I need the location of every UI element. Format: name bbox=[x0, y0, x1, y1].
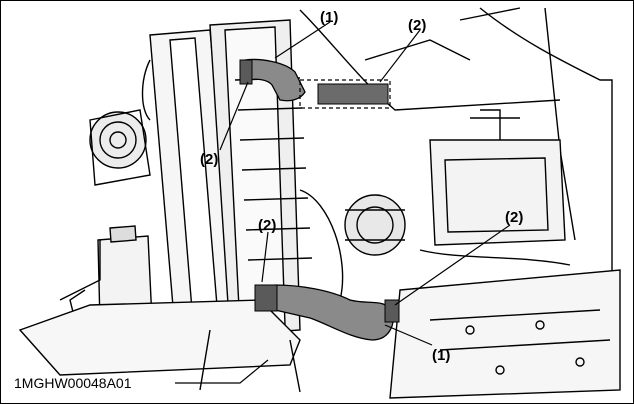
engine-structure bbox=[18, 7, 621, 399]
upper-radiator-hose bbox=[239, 58, 391, 109]
callout-upper-clamp-2-left: (2) bbox=[200, 151, 218, 168]
callout-lower-clamp-2-right: (2) bbox=[505, 209, 523, 226]
upper-hose-clamp-left bbox=[239, 59, 253, 85]
leader-lines bbox=[175, 21, 511, 384]
callout-lower-clamp-2-left: (2) bbox=[258, 217, 276, 234]
upper-hose-clamp-right bbox=[317, 83, 389, 105]
callout-upper-hose-1: (1) bbox=[320, 9, 338, 26]
lower-radiator-hose bbox=[254, 284, 400, 341]
lower-hose-clamp-left bbox=[254, 284, 278, 312]
hidden-hose-section bbox=[299, 79, 391, 109]
callout-lower-hose-1: (1) bbox=[432, 347, 450, 364]
callout-upper-clamp-2-top: (2) bbox=[408, 17, 426, 34]
lower-hose-clamp-right bbox=[384, 299, 400, 323]
figure-id-label: 1MGHW00048A01 bbox=[14, 375, 132, 391]
